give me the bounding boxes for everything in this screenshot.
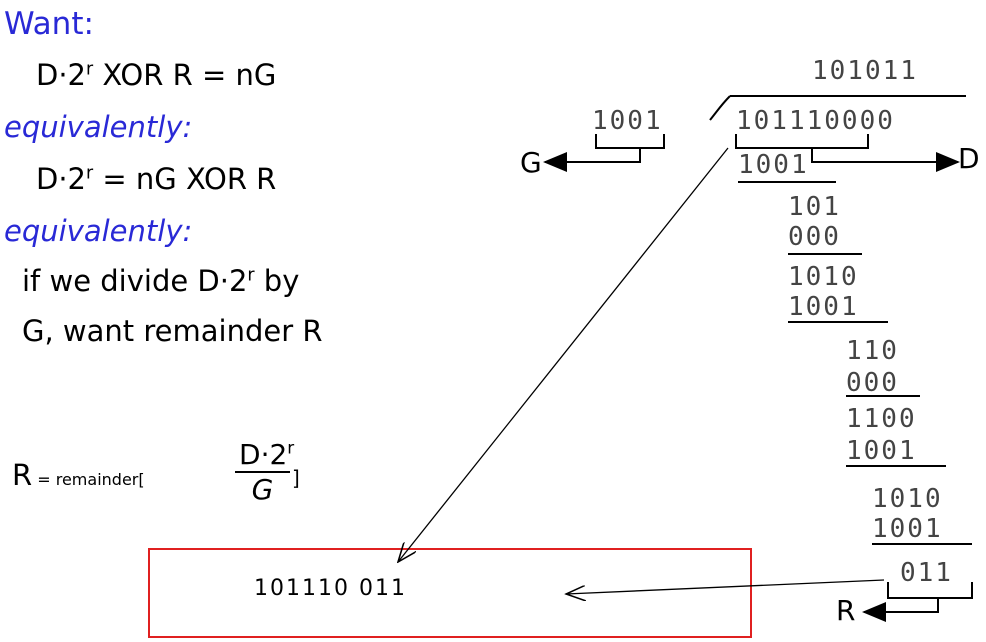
divisor: 1001 <box>592 106 663 136</box>
equivalently-label-1: equivalently: <box>4 110 193 144</box>
result-box <box>148 548 752 638</box>
step-4: 1010 <box>788 262 859 292</box>
result-codeword: 101110 011 <box>254 576 407 601</box>
d-arrow <box>811 148 960 172</box>
step-10: 1010 <box>872 484 943 514</box>
step-1: 1001 <box>738 150 809 180</box>
want-label: Want: <box>4 6 94 42</box>
r-label: R <box>836 594 856 627</box>
pointer-to-data <box>398 147 729 562</box>
r-arrow <box>862 598 939 622</box>
divide-text-line-2: G, want remainder R <box>22 314 323 348</box>
step-9: 1001 <box>846 436 917 466</box>
g-arrow <box>543 148 641 172</box>
step-5: 1001 <box>788 292 859 322</box>
dividend: 101110000 <box>736 106 895 136</box>
remainder-bits: 011 <box>900 558 953 588</box>
divide-text-line-1: if we divide D·2r by <box>22 264 300 298</box>
remainder-fraction: D·2r G <box>235 438 294 506</box>
step-2: 101 <box>788 192 841 222</box>
step-7: 000 <box>846 368 899 398</box>
quotient: 101011 <box>812 56 918 86</box>
remainder-formula: R = remainder[ <box>12 458 145 492</box>
equation-2: D·2r = nG XOR R <box>36 162 277 196</box>
equation-1: D·2r XOR R = nG <box>36 58 277 92</box>
equivalently-label-2: equivalently: <box>4 214 193 248</box>
fraction-numerator: D·2r <box>235 438 294 473</box>
d-label: D <box>958 142 980 175</box>
g-label: G <box>520 146 542 179</box>
fraction-denominator: G <box>251 473 274 506</box>
step-3: 000 <box>788 222 841 252</box>
step-11: 1001 <box>872 514 943 544</box>
step-8: 1100 <box>846 404 917 434</box>
pointer-to-remainder <box>566 579 885 594</box>
remainder-close-bracket: ] <box>292 466 300 490</box>
step-6: 110 <box>846 336 899 366</box>
